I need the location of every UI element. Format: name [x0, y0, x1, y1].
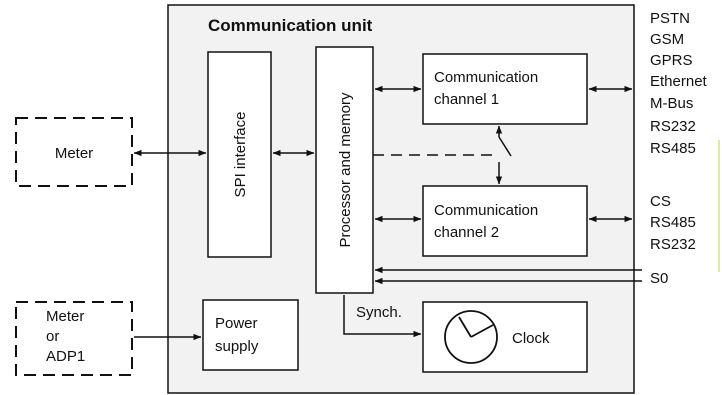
channel1-interface: GSM: [650, 31, 684, 48]
channel2-interface: CS: [650, 193, 671, 210]
channel1-interface: PSTN: [650, 10, 690, 27]
processor-memory-label: Processor and memory: [337, 92, 354, 248]
power-supply-line1: Power: [215, 315, 258, 332]
channel1-interfaces-list: PSTN GSM GPRS Ethernet M-Bus RS232 RS485: [650, 10, 708, 157]
power-supply-box: [202, 299, 299, 371]
channel1-line1: Communication: [434, 69, 538, 86]
meter-adp1-box: [15, 301, 133, 376]
synch-link: [343, 295, 422, 338]
channel1-box: [422, 53, 588, 125]
channel1-interface: M-Bus: [650, 95, 693, 112]
channel-switch-blade: [498, 136, 512, 157]
power-supply-line2: supply: [215, 338, 259, 355]
spi-interface-box: [207, 51, 272, 258]
channel2-line1: Communication: [434, 202, 538, 219]
meter-adp1-line1: Meter: [46, 308, 84, 325]
s0-label: S0: [650, 270, 668, 287]
meter-adp1-line3: ADP1: [46, 348, 85, 365]
channel1-interface: Ethernet: [650, 73, 708, 90]
spi-interface-label: SPI interface: [232, 112, 249, 198]
processor-memory-box: [315, 46, 374, 294]
synch-label: Synch.: [356, 304, 402, 321]
channel2-interfaces-list: CS RS485 RS232: [650, 193, 696, 253]
channel2-interface: RS485: [650, 214, 696, 231]
meter-box: [15, 117, 133, 187]
communication-unit-title: Communication unit: [208, 16, 373, 35]
clock-label: Clock: [512, 330, 550, 347]
channel2-line2: channel 2: [434, 224, 499, 241]
meter-label: Meter: [55, 145, 93, 162]
clock-icon: [444, 310, 498, 364]
channel2-interface: RS232: [650, 236, 696, 253]
meter-adp1-line2: or: [46, 328, 59, 345]
channel1-line2: channel 1: [434, 91, 499, 108]
channel1-interface: RS485: [650, 140, 696, 157]
channel1-interface: GPRS: [650, 52, 693, 69]
channel1-interface: RS232: [650, 118, 696, 135]
channel2-box: [422, 185, 588, 257]
